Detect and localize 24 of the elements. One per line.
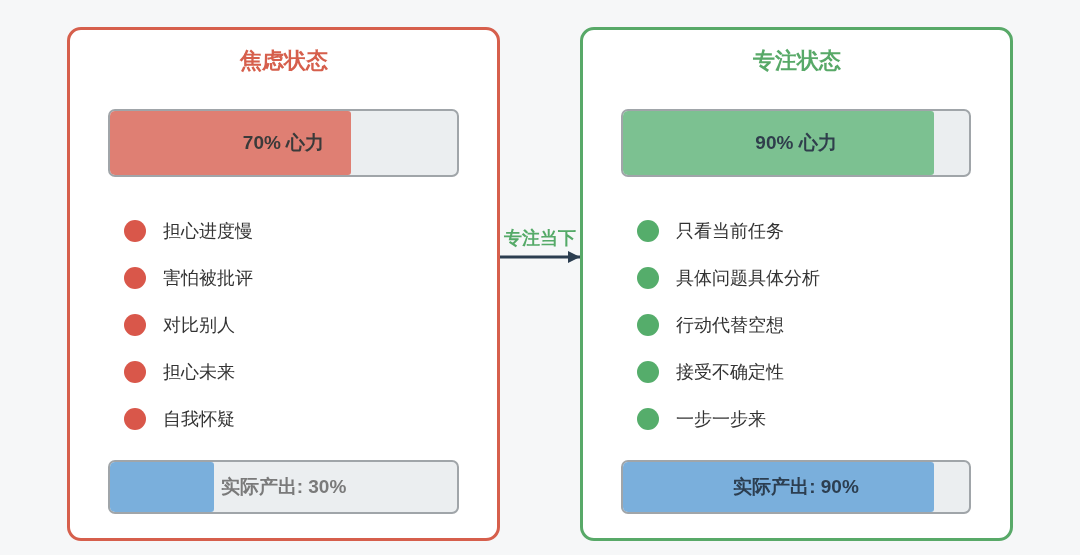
panel-title: 专注状态 [752,48,841,74]
bar-label: 70% 心力 [242,132,325,154]
list-item: 行动代替空想 [676,314,784,337]
panel-title: 焦虑状态 [239,48,328,74]
list-item: 对比别人 [163,314,235,337]
list-item: 自我怀疑 [163,408,235,431]
bar-label: 90% 心力 [755,132,837,154]
list-item: 一步一步来 [676,408,766,431]
progress-bar [621,460,971,514]
progress-bar [621,109,971,177]
state-panel [580,27,1013,541]
progress-bar [108,460,459,514]
arrow [500,251,580,263]
progress-bar [108,109,459,177]
edge-label: 专注当下 [503,227,577,249]
list-item: 具体问题具体分析 [676,267,820,290]
bar-label: 实际产出: 90% [733,476,859,498]
list-item: 害怕被批评 [163,267,253,290]
list-item: 担心未来 [163,361,235,384]
list-item: 只看当前任务 [676,220,784,243]
bar-label: 实际产出: 30% [220,476,347,498]
state-panel [67,27,500,541]
list-item: 接受不确定性 [676,361,784,384]
list-item: 担心进度慢 [163,220,253,243]
